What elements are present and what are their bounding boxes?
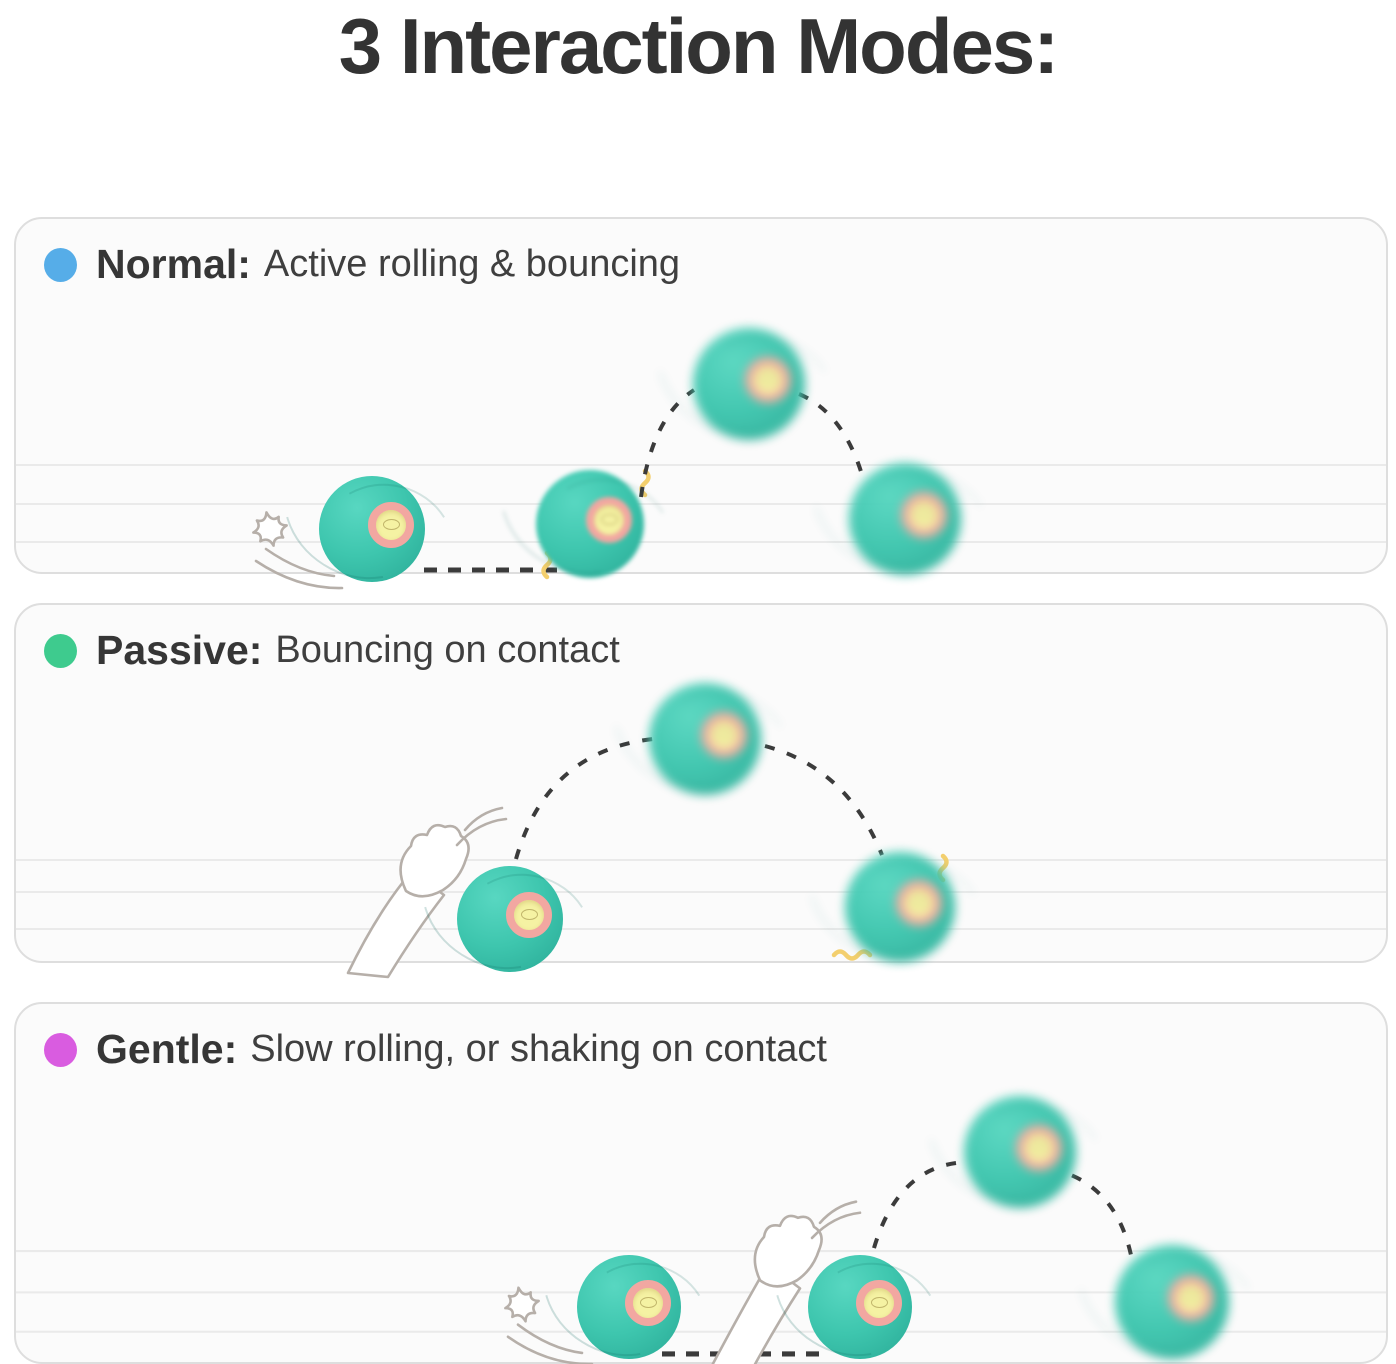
ball-eye-mark [383,519,400,530]
page-title: 3 Interaction Modes: [338,2,1059,90]
trajectory-illustration-gentle [16,1160,1386,1364]
floor-lines [16,859,1386,930]
mode-color-dot-gentle [44,1032,77,1067]
mode-color-dot-normal [44,247,77,282]
mode-panel-gentle: Gentle: Slow rolling, or shaking on cont… [14,1002,1388,1364]
mode-label-gentle: Gentle: [96,1026,238,1072]
pet-ball-blurred [627,256,851,490]
mode-description-passive: Bouncing on contact [275,629,620,671]
pet-ball-blurred [780,782,1000,1011]
bounce-arc [514,737,654,860]
mode-header-passive: Passive: Bouncing on contact [44,627,620,674]
mode-label-passive: Passive: [96,627,263,673]
scene-normal [16,219,1386,629]
mode-description-gentle: Slow rolling, or shaking on contact [250,1028,827,1070]
bounce-arc [798,392,865,479]
trajectory-illustration-normal [16,388,1386,590]
pet-ball [746,1188,955,1364]
impact-squiggle-icon [831,949,873,961]
mode-panel-passive: Passive: Bouncing on contact [14,603,1388,1019]
bounce-arc [872,1160,963,1249]
paw-swipe-icon [252,511,344,590]
pet-ball-blurred [472,401,689,626]
floor-lines [16,464,1386,543]
pet-ball [515,1188,724,1364]
pet-ball [394,798,607,1019]
pet-ball [256,408,469,629]
ball-eye [368,502,414,548]
scene-gentle [16,1004,1386,1364]
mode-description-normal: Active rolling & bouncing [263,243,681,285]
mode-header-gentle: Gentle: Slow rolling, or shaking on cont… [44,1026,827,1073]
trajectory-illustration-passive [16,737,1386,979]
pet-ball-blurred [898,1024,1122,1258]
mode-label-normal: Normal: [96,241,251,287]
bounce-arc [764,744,884,856]
scene-passive [16,605,1386,1019]
pet-ball-blurred [583,611,807,845]
bounce-arc [639,388,696,498]
pet-ball-blurred [1048,1172,1276,1364]
cat-paw-icon [711,1200,862,1364]
mode-header-normal: Normal: Active rolling & bouncing [44,241,680,288]
pet-ball-blurred [783,391,1007,625]
mode-panel-normal: Normal: Active rolling & bouncing [14,217,1388,629]
mode-color-dot-passive [44,633,77,668]
cat-paw-icon [346,806,508,979]
bounce-arc [1071,1173,1133,1256]
